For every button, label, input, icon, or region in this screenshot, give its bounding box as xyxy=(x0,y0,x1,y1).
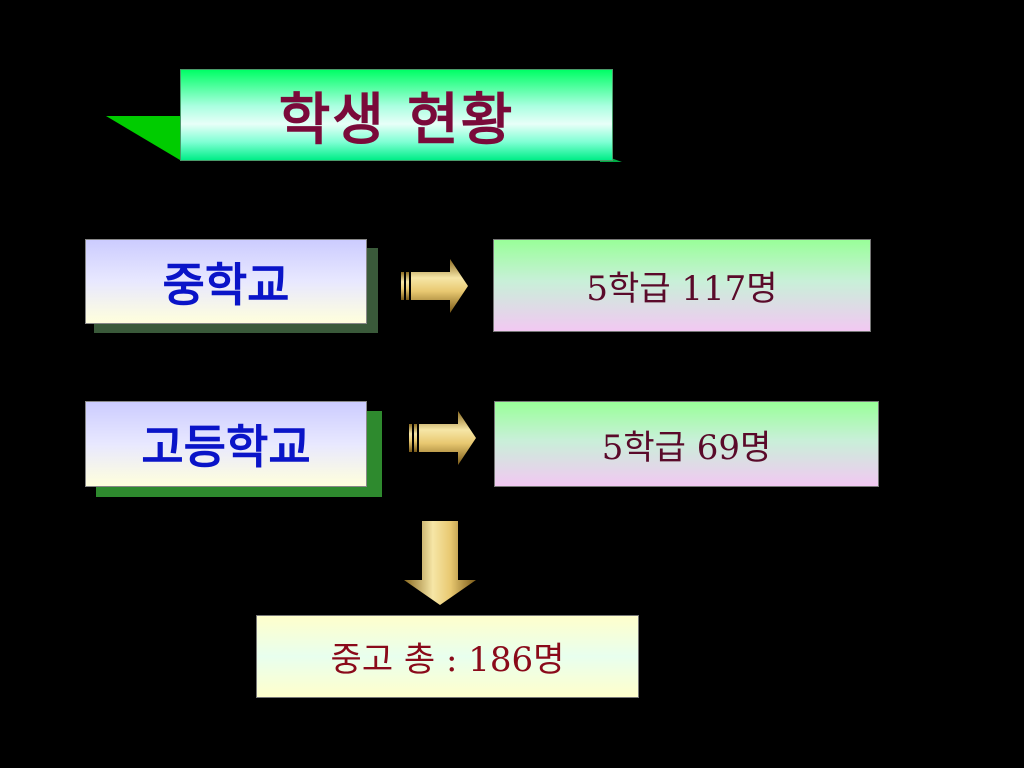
arrow-down-icon xyxy=(404,521,476,605)
high-school-label: 고등학교 xyxy=(85,401,367,487)
high-school-result: 5학급 69명 xyxy=(494,401,879,487)
middle-school-result: 5학급 117명 xyxy=(493,239,871,332)
arrow-right-icon xyxy=(409,411,476,465)
total-summary: 중고 총 : 186명 xyxy=(256,615,639,698)
middle-school-label: 중학교 xyxy=(85,239,367,324)
arrow-right-icon xyxy=(401,259,468,313)
page-title: 학생 현황 xyxy=(180,69,613,161)
